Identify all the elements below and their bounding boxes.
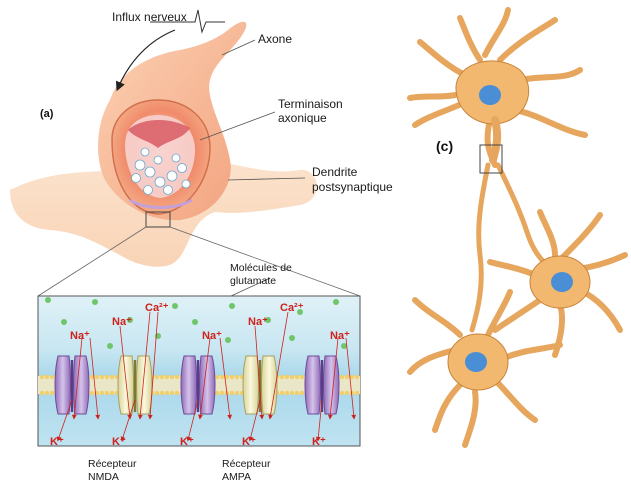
lipid-head xyxy=(285,391,289,395)
lipid-head xyxy=(345,375,349,379)
nucleus xyxy=(465,352,487,372)
lipid-head xyxy=(105,391,109,395)
ion-label-k: K⁺ xyxy=(312,436,326,448)
lipid-head xyxy=(165,391,169,395)
nucleus xyxy=(479,85,501,105)
label-molecules-2: glutamate xyxy=(230,275,276,287)
glutamate-dot xyxy=(341,343,347,349)
ion-label-na: Na⁺ xyxy=(202,330,222,342)
lipid-head xyxy=(220,375,224,379)
lipid-head xyxy=(155,375,159,379)
glutamate-dot xyxy=(172,303,178,309)
lipid-head xyxy=(230,375,234,379)
lipid-head xyxy=(100,375,104,379)
glutamate-dot xyxy=(333,299,339,305)
lipid-head xyxy=(175,375,179,379)
glutamate-dot xyxy=(225,337,231,343)
lipid-head xyxy=(340,375,344,379)
lipid-head xyxy=(290,391,294,395)
lipid-head xyxy=(285,375,289,379)
lipid-head xyxy=(95,375,99,379)
lipid-head xyxy=(340,391,344,395)
lipid-head xyxy=(290,375,294,379)
ion-label-ca: Ca²⁺ xyxy=(145,302,169,314)
ion-label-k: K⁺ xyxy=(112,436,126,448)
ampa-receptor xyxy=(118,356,152,414)
lipid-head xyxy=(45,391,49,395)
lipid-head xyxy=(170,391,174,395)
panel-label-c: (c) xyxy=(436,138,453,154)
nmda-receptor xyxy=(305,356,339,414)
lipid-head xyxy=(110,375,114,379)
label-recepteur-nmda-2: NMDA xyxy=(88,471,119,483)
label-terminaison-1: Terminaison xyxy=(278,97,343,111)
label-recepteur-ampa-1: Récepteur xyxy=(222,458,270,470)
lipid-head xyxy=(350,375,354,379)
lipid-head xyxy=(295,375,299,379)
lipid-head xyxy=(215,375,219,379)
lipid-head xyxy=(230,391,234,395)
nucleus xyxy=(551,272,573,292)
lipid-head xyxy=(160,375,164,379)
label-molecules-1: Molécules de xyxy=(230,262,292,274)
lipid-head xyxy=(105,375,109,379)
panel-label-a: (a) xyxy=(40,108,53,120)
lipid-head xyxy=(175,391,179,395)
ion-label-k: K⁺ xyxy=(180,436,194,448)
lipid-head xyxy=(295,391,299,395)
neuron-right xyxy=(490,212,625,355)
glutamate-dot xyxy=(107,343,113,349)
glutamate-dot xyxy=(229,303,235,309)
glutamate-dot xyxy=(192,319,198,325)
label-dendrite-1: Dendrite xyxy=(312,165,357,179)
lipid-head xyxy=(355,391,359,395)
label-recepteur-nmda-1: Récepteur xyxy=(88,458,136,470)
lipid-head xyxy=(90,391,94,395)
label-terminaison-2: axonique xyxy=(278,111,327,125)
label-axone: Axone xyxy=(258,32,292,46)
ion-label-na: Na⁺ xyxy=(330,330,350,342)
lipid-head xyxy=(215,391,219,395)
glutamate-dot xyxy=(61,319,67,325)
lipid-head xyxy=(235,391,239,395)
lipid-head xyxy=(300,391,304,395)
ion-label-na: Na⁺ xyxy=(248,316,268,328)
lipid-head xyxy=(45,375,49,379)
lipid-head xyxy=(220,391,224,395)
nmda-receptor xyxy=(55,356,89,414)
lipid-head xyxy=(235,375,239,379)
lipid-head xyxy=(100,391,104,395)
label-recepteur-ampa-2: AMPA xyxy=(222,471,251,483)
ion-label-k: K⁺ xyxy=(242,436,256,448)
lipid-head xyxy=(170,375,174,379)
axon-branches xyxy=(472,165,555,330)
ion-label-na: Na⁺ xyxy=(112,316,132,328)
neuron-bottom xyxy=(410,292,560,445)
lipid-head xyxy=(50,391,54,395)
ion-label-ca: Ca²⁺ xyxy=(280,302,304,314)
ion-label-k: K⁺ xyxy=(50,436,64,448)
ion-label-na: Na⁺ xyxy=(70,330,90,342)
lipid-head xyxy=(110,391,114,395)
lipid-head xyxy=(345,391,349,395)
nmda-receptor xyxy=(181,356,215,414)
lipid-head xyxy=(280,375,284,379)
lipid-head xyxy=(155,391,159,395)
lipid-head xyxy=(165,375,169,379)
glutamate-dot xyxy=(45,297,51,303)
lipid-head xyxy=(300,375,304,379)
lipid-head xyxy=(160,391,164,395)
lipid-head xyxy=(280,391,284,395)
lipid-head xyxy=(50,375,54,379)
lipid-head xyxy=(355,375,359,379)
glutamate-dot xyxy=(92,299,98,305)
label-dendrite-2: postsynaptique xyxy=(312,180,393,194)
label-influx-nerveux: Influx nerveux xyxy=(112,10,187,24)
lipid-head xyxy=(40,375,44,379)
lipid-head xyxy=(40,391,44,395)
glutamate-dot xyxy=(289,335,295,341)
